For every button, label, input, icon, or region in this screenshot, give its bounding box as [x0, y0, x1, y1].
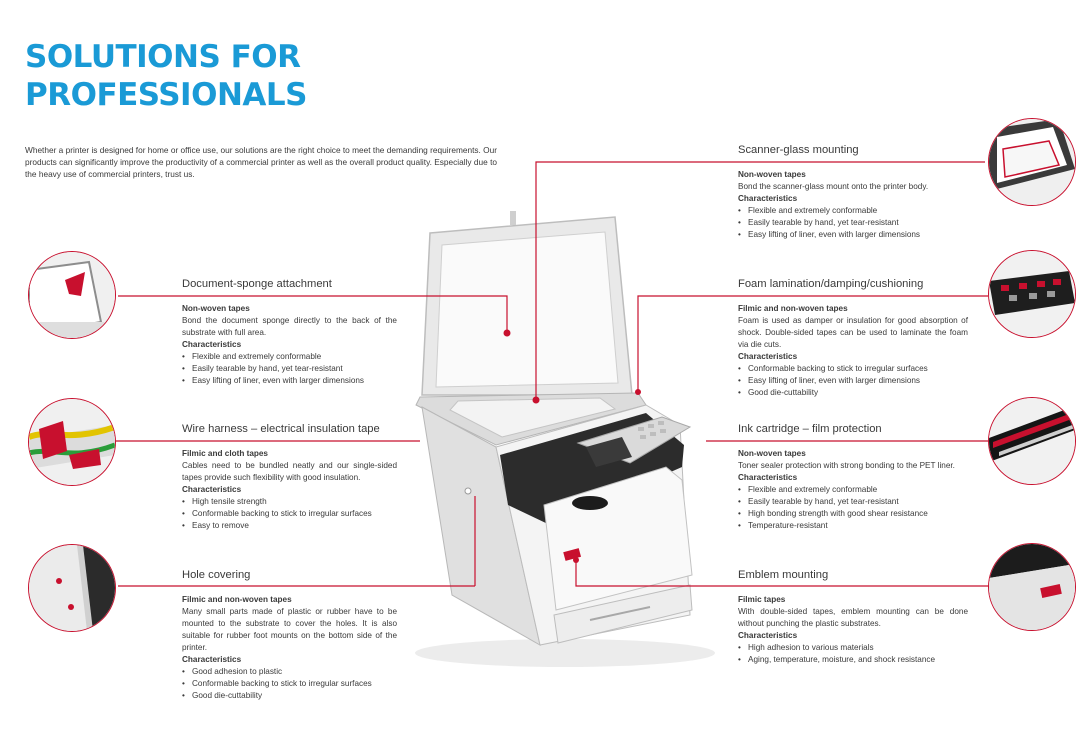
section-subheading: Filmic tapes — [738, 595, 786, 604]
characteristics-label: Characteristics — [182, 655, 242, 664]
hole-covering-section: Hole covering Filmic and non-woven tapes… — [182, 568, 397, 702]
list-item: High bonding strength with good shear re… — [738, 508, 968, 520]
list-item: Conformable backing to stick to irregula… — [738, 363, 968, 375]
document-sponge-section: Document-sponge attachment Non-woven tap… — [182, 277, 397, 387]
section-heading: Document-sponge attachment — [182, 278, 332, 290]
section-heading: Hole covering — [182, 569, 251, 581]
characteristics-label: Characteristics — [182, 340, 242, 349]
wire-harness-section: Wire harness – electrical insulation tap… — [182, 422, 397, 532]
section-heading: Wire harness – electrical insulation tap… — [182, 423, 380, 435]
list-item: Flexible and extremely conformable — [738, 484, 968, 496]
characteristics-list: High adhesion to various materials Aging… — [738, 642, 968, 666]
page-title: SOLUTIONS FOR PROFESSIONALS — [25, 38, 307, 114]
section-subheading: Filmic and cloth tapes — [182, 449, 268, 458]
characteristics-list: Good adhesion to plastic Conformable bac… — [182, 666, 397, 702]
list-item: Easy lifting of liner, even with larger … — [182, 375, 397, 387]
ink-cartridge-detail-image — [988, 397, 1076, 485]
hole-covering-detail-image — [28, 544, 116, 632]
list-item: High tensile strength — [182, 496, 397, 508]
scanner-glass-detail-image — [988, 118, 1076, 206]
list-item: Conformable backing to stick to irregula… — [182, 508, 397, 520]
section-heading: Ink cartridge – film protection — [738, 423, 882, 435]
characteristics-list: High tensile strength Conformable backin… — [182, 496, 397, 532]
intro-paragraph: Whether a printer is designed for home o… — [25, 145, 497, 179]
characteristics-label: Characteristics — [738, 352, 798, 361]
list-item: Flexible and extremely conformable — [182, 351, 397, 363]
list-item: Easily tearable by hand, yet tear-resist… — [738, 217, 968, 229]
characteristics-list: Flexible and extremely conformable Easil… — [738, 484, 968, 532]
foam-lamination-detail-image — [988, 250, 1076, 338]
list-item: Good adhesion to plastic — [182, 666, 397, 678]
section-heading: Scanner-glass mounting — [738, 144, 859, 156]
list-item: Easily tearable by hand, yet tear-resist… — [182, 363, 397, 375]
list-item: Aging, temperature, moisture, and shock … — [738, 654, 968, 666]
section-subheading: Filmic and non-woven tapes — [182, 595, 292, 604]
list-item: Flexible and extremely conformable — [738, 205, 968, 217]
wire-harness-detail-image — [28, 398, 116, 486]
list-item: Good die-cuttability — [738, 387, 968, 399]
list-item: Easy lifting of liner, even with larger … — [738, 375, 968, 387]
section-text: Bond the document sponge directly to the… — [182, 316, 397, 337]
emblem-detail-image — [988, 543, 1076, 631]
characteristics-label: Characteristics — [738, 194, 798, 203]
section-heading: Foam lamination/damping/cushioning — [738, 278, 924, 290]
list-item: Good die-cuttability — [182, 690, 397, 702]
characteristics-label: Characteristics — [738, 631, 798, 640]
title-line-2: PROFESSIONALS — [25, 77, 307, 113]
section-heading: Emblem mounting — [738, 569, 829, 581]
characteristics-label: Characteristics — [738, 473, 798, 482]
section-subheading: Non-woven tapes — [738, 170, 806, 179]
foam-lamination-section: Foam lamination/damping/cushioning Filmi… — [738, 277, 968, 399]
list-item: Temperature-resistant — [738, 520, 968, 532]
section-text: With double-sided tapes, emblem mounting… — [738, 607, 968, 628]
list-item: Conformable backing to stick to irregula… — [182, 678, 397, 690]
document-sponge-detail-image — [28, 251, 116, 339]
ink-cartridge-section: Ink cartridge – film protection Non-wove… — [738, 422, 968, 532]
section-text: Toner sealer protection with strong bond… — [738, 461, 955, 470]
characteristics-list: Flexible and extremely conformable Easil… — [738, 205, 968, 241]
section-subheading: Non-woven tapes — [738, 449, 806, 458]
list-item: Easily tearable by hand, yet tear-resist… — [738, 496, 968, 508]
characteristics-list: Conformable backing to stick to irregula… — [738, 363, 968, 399]
section-text: Bond the scanner-glass mount onto the pr… — [738, 182, 929, 191]
list-item: Easy lifting of liner, even with larger … — [738, 229, 968, 241]
section-text: Foam is used as damper or insulation for… — [738, 316, 968, 349]
characteristics-label: Characteristics — [182, 485, 242, 494]
section-text: Many small parts made of plastic or rubb… — [182, 607, 397, 652]
section-text: Cables need to be bundled neatly and our… — [182, 461, 397, 482]
section-subheading: Non-woven tapes — [182, 304, 250, 313]
emblem-section: Emblem mounting Filmic tapes With double… — [738, 568, 968, 666]
characteristics-list: Flexible and extremely conformable Easil… — [182, 351, 397, 387]
list-item: High adhesion to various materials — [738, 642, 968, 654]
section-subheading: Filmic and non-woven tapes — [738, 304, 848, 313]
list-item: Easy to remove — [182, 520, 397, 532]
printer-illustration — [415, 211, 715, 667]
scanner-glass-section: Scanner-glass mounting Non-woven tapes B… — [738, 143, 968, 241]
title-line-1: SOLUTIONS FOR — [25, 39, 301, 75]
